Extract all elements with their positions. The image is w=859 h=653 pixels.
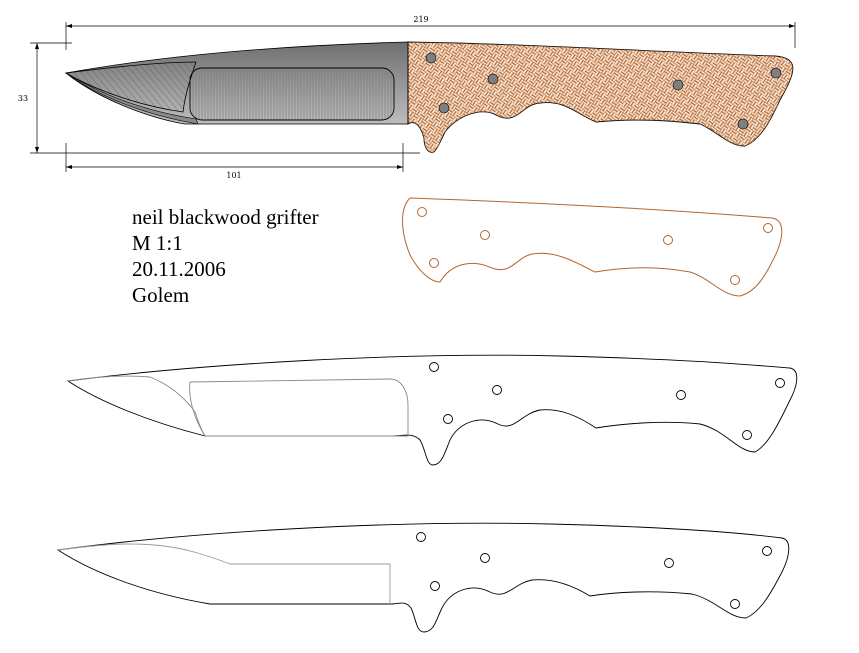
author-label: Golem [132,283,190,307]
pin-hole-icon [775,378,785,388]
pin-hole-icon [742,430,752,440]
scale-label: M 1:1 [132,231,183,255]
handle-scale-template [402,197,783,297]
blade-fuller [189,67,395,121]
pin-hole-icon [443,414,453,424]
pin-hole-icon [664,558,674,568]
pin-hole-icon [417,207,427,217]
pin-hole-icon [763,223,773,233]
pin-icon [770,67,782,79]
pin-icon [425,52,437,64]
pin-hole-icon [730,275,740,285]
blade-length-label: 101 [226,171,241,180]
pin-icon [672,79,684,91]
height-label: 33 [18,94,28,103]
pin-icon [438,102,450,114]
knife-rendered-view [64,41,794,153]
date-label: 20.11.2006 [132,257,226,281]
pin-hole-icon [730,599,740,609]
pin-hole-icon [416,532,426,542]
pin-hole-icon [762,546,772,556]
pin-hole-icon [663,235,673,245]
pin-hole-icon [492,385,502,395]
overall-length-label: 219 [413,15,428,24]
pin-hole-icon [480,553,490,563]
pin-hole-icon [430,581,440,591]
pin-hole-icon [676,390,686,400]
pin-icon [487,73,499,85]
blade-tip-bevel [64,61,197,113]
pin-hole-icon [429,362,439,372]
blade-edge-band [65,72,199,125]
dimension-arrows [35,24,795,169]
drawing-info-block: neil blackwood grifter M 1:1 20.11.2006 … [132,204,319,308]
knife-outline-view-2 [56,522,790,633]
pin-hole-icon [429,258,439,268]
knife-outline-view-1 [66,354,798,466]
knife-title: neil blackwood grifter [132,205,319,229]
dimension-lines [30,22,796,172]
pin-hole-icon [480,230,490,240]
pin-icon [737,118,749,130]
